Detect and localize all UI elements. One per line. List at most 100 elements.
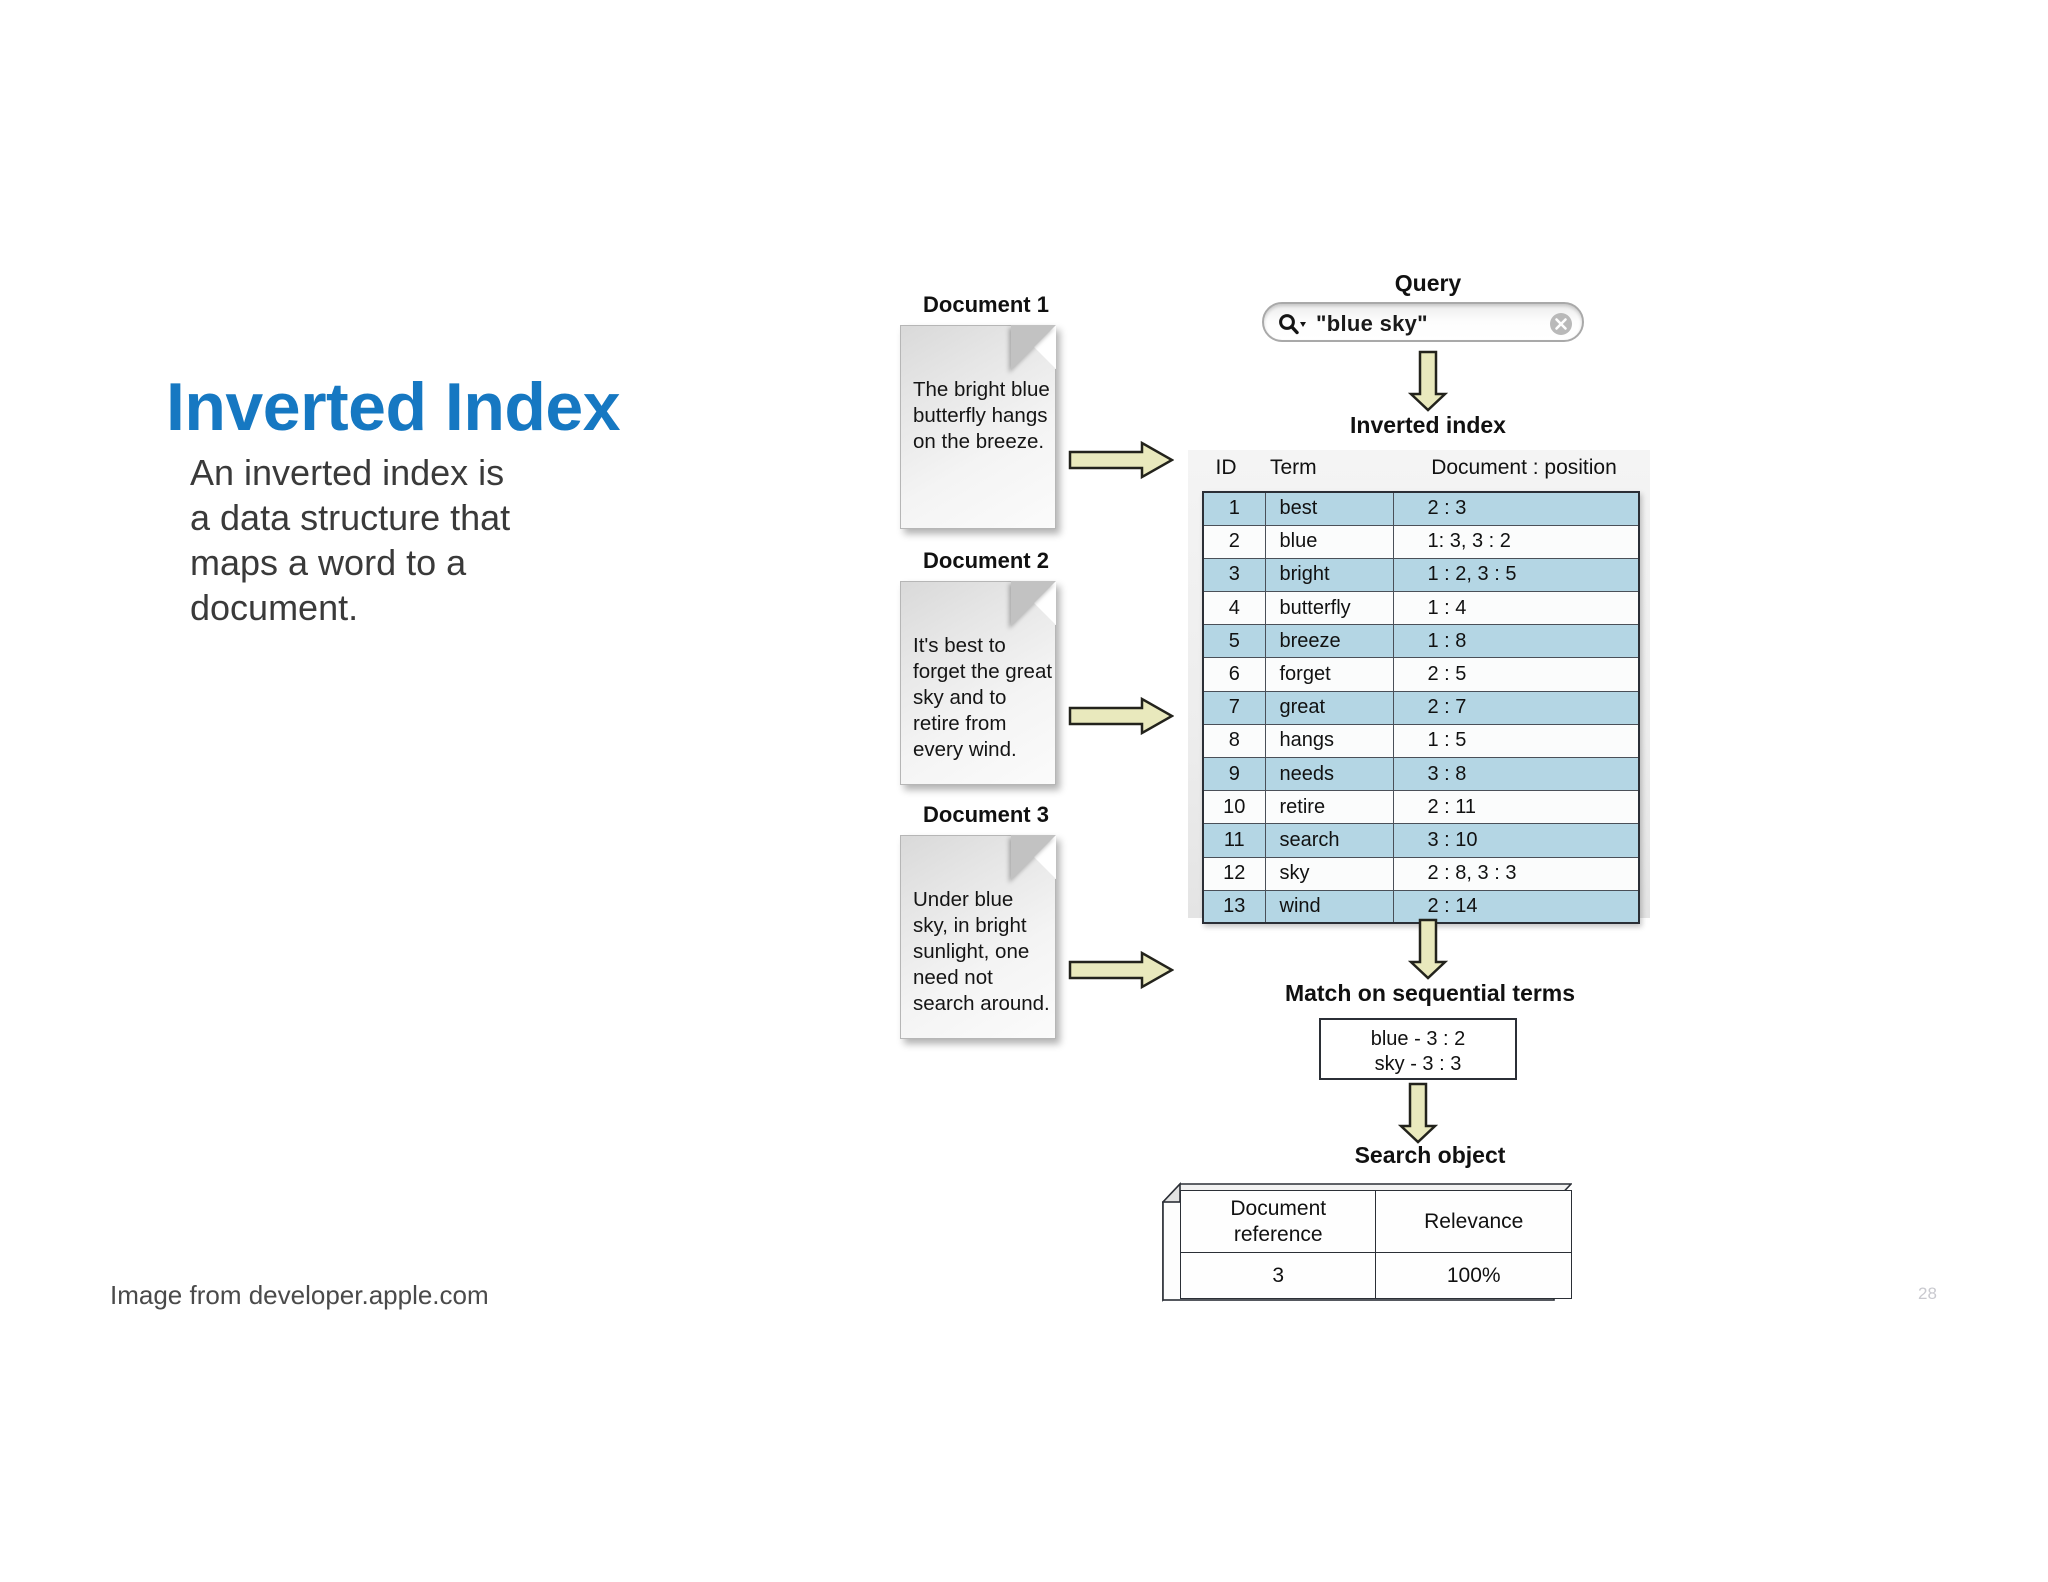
cell-term: forget	[1264, 657, 1394, 692]
cell-term: bright	[1264, 557, 1394, 593]
cell-id: 7	[1202, 690, 1266, 725]
arrow-right-icon-doc3	[1068, 950, 1174, 990]
arrow-right-icon-doc2	[1068, 696, 1174, 736]
cell-id: 4	[1202, 591, 1266, 626]
body-line: maps a word to a	[190, 542, 467, 583]
cell-id: 5	[1202, 624, 1266, 659]
column-header-id: ID	[1215, 456, 1237, 479]
table-row: Document reference Relevance	[1179, 1190, 1572, 1253]
cell-position: 1 : 4	[1392, 591, 1640, 626]
search-object-label: Search object	[1354, 1142, 1506, 1168]
arrow-right-icon-doc1	[1068, 440, 1174, 480]
column-header-term: Term	[1270, 456, 1317, 479]
inverted-index-heading: Inverted index	[1350, 412, 1506, 438]
cell-term: butterfly	[1264, 591, 1394, 626]
cell-id: 1	[1202, 491, 1266, 526]
document-text-line: sunlight, one	[913, 940, 1030, 963]
cell-term: great	[1264, 690, 1394, 725]
column-header-position: Document : position	[1431, 456, 1617, 479]
match-line: blue - 3 : 2	[1370, 1028, 1466, 1050]
document-card-2: Document 2 It's best to forget the great…	[900, 548, 1066, 785]
column-header-document-reference: Document reference	[1179, 1190, 1377, 1253]
search-icon[interactable]	[1277, 311, 1307, 337]
cell-id: 12	[1202, 856, 1266, 891]
cell-position: 1: 3, 3 : 2	[1392, 524, 1640, 559]
cell-id: 8	[1202, 723, 1266, 759]
match-result-box: blue - 3 : 2 sky - 3 : 3	[1319, 1018, 1517, 1080]
cell-term: best	[1264, 491, 1394, 526]
body-paragraph: An inverted index is a data structure th…	[190, 450, 620, 630]
query-label: Query	[1394, 270, 1462, 296]
cell-position: 3 : 8	[1392, 756, 1640, 792]
document-page-icon: The bright blue butterfly hangs on the b…	[900, 325, 1056, 529]
cell-id: 3	[1202, 557, 1266, 593]
document-text-line: It's best to	[913, 634, 1006, 657]
index-column-headers: ID Term Document : position	[1188, 456, 1650, 480]
cell-term: breeze	[1264, 624, 1394, 659]
document-text-line: every wind.	[913, 738, 1017, 761]
cell-term: hangs	[1264, 723, 1394, 759]
cell-id: 6	[1202, 657, 1266, 692]
match-label: Match on sequential terms	[1284, 980, 1576, 1006]
document-text-line: butterfly hangs	[913, 404, 1048, 427]
cell-position: 2 : 7	[1392, 690, 1640, 725]
match-line: sky - 3 : 3	[1374, 1053, 1462, 1075]
document-page-icon: It's best to forget the great sky and to…	[900, 581, 1056, 785]
search-object-block: Document reference Relevance 3 100%	[1162, 1178, 1572, 1302]
cell-id: 9	[1202, 756, 1266, 792]
document-text-line: Under blue	[913, 888, 1014, 911]
arrow-down-icon-index	[1408, 918, 1448, 980]
inverted-index-diagram: Document 1 The bright blue butterfly han…	[900, 270, 1960, 1330]
document-text-line: need not	[913, 966, 993, 989]
cell-id: 10	[1202, 790, 1266, 825]
document-text-line: sky and to	[913, 686, 1007, 709]
body-line: a data structure that	[190, 497, 511, 538]
arrow-down-icon-match	[1398, 1082, 1438, 1144]
cell-position: 2 : 5	[1392, 657, 1640, 692]
body-line: document.	[190, 587, 359, 628]
cell-position: 1 : 8	[1392, 624, 1640, 659]
document-text-line: sky, in bright	[913, 914, 1027, 937]
search-object-table: Document reference Relevance 3 100%	[1179, 1190, 1572, 1299]
cell-position: 2 : 11	[1392, 790, 1640, 825]
page-title: Inverted Index	[166, 368, 621, 445]
header-line-1: Document	[1230, 1196, 1327, 1220]
cell-position: 1 : 2, 3 : 5	[1392, 557, 1640, 593]
column-header-relevance: Relevance	[1375, 1190, 1572, 1253]
cell-position: 2 : 14	[1392, 889, 1640, 924]
document-label: Document 2	[923, 548, 1049, 573]
cell-term: needs	[1264, 756, 1394, 792]
cell-term: retire	[1264, 790, 1394, 825]
cell-position: 3 : 10	[1392, 823, 1640, 858]
cell-term: sky	[1264, 856, 1394, 891]
page-number: 28	[1918, 1284, 1937, 1303]
document-text-line: on the breeze.	[913, 430, 1045, 453]
cell-term: search	[1264, 823, 1394, 858]
body-line: An inverted index is	[190, 452, 505, 493]
header-line-2: reference	[1233, 1222, 1323, 1246]
document-text-line: forget the great	[913, 660, 1053, 683]
table-row: 3 100%	[1179, 1252, 1572, 1299]
cell-position: 2 : 3	[1392, 491, 1640, 526]
cell-id: 11	[1202, 823, 1266, 858]
document-card-1: Document 1 The bright blue butterfly han…	[900, 292, 1066, 529]
cell-term: wind	[1264, 889, 1394, 924]
close-icon[interactable]	[1549, 312, 1573, 336]
document-label: Document 1	[923, 292, 1049, 317]
search-input[interactable]: "blue sky"	[1262, 302, 1584, 342]
document-page-icon: Under blue sky, in bright sunlight, one …	[900, 835, 1056, 1039]
cell-relevance: 100%	[1375, 1252, 1572, 1299]
document-card-3: Document 3 Under blue sky, in bright sun…	[900, 802, 1066, 1039]
